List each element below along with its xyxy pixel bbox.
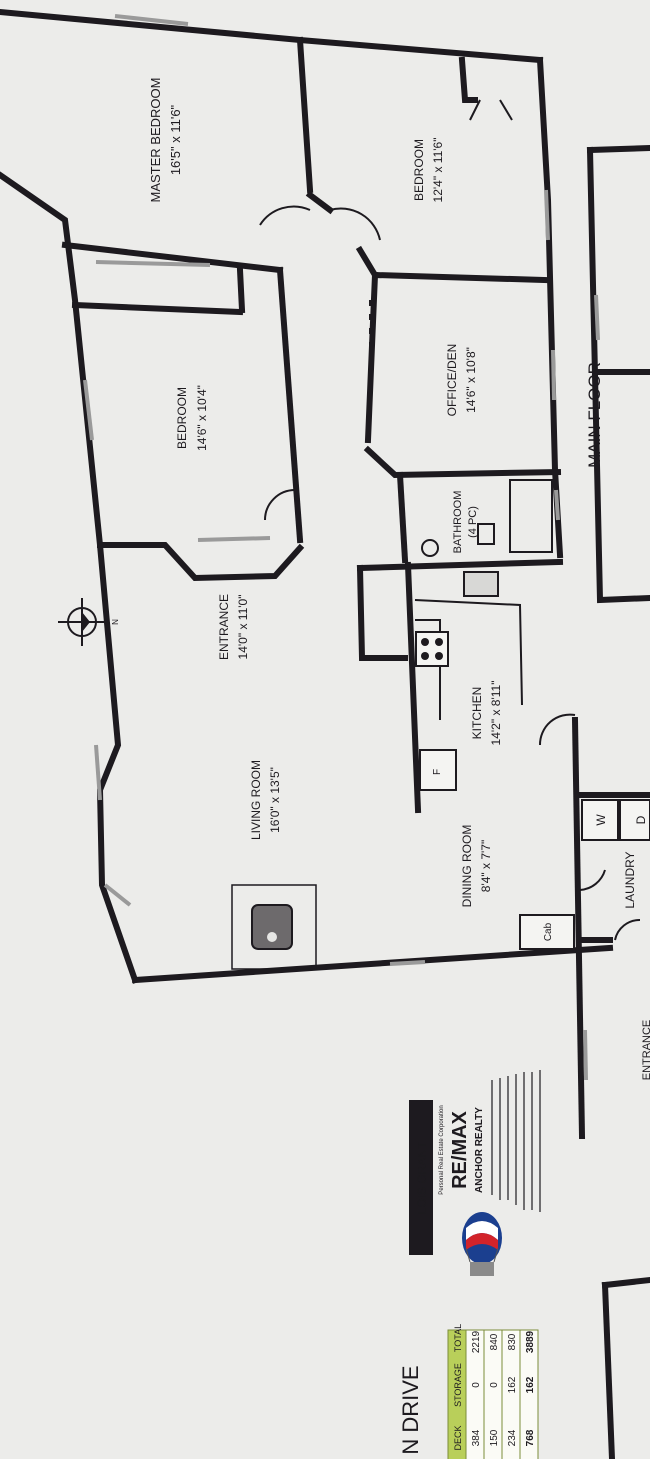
doors bbox=[259, 56, 641, 941]
table-header-storage: STORAGE bbox=[453, 1363, 463, 1407]
table-header-total: TOTAL bbox=[453, 1324, 463, 1352]
agent-name: LOIS GRANT bbox=[415, 1141, 429, 1214]
windows bbox=[83, 14, 600, 1081]
office-name: ANCHOR REALTY bbox=[474, 1107, 485, 1193]
table-cell: 150 bbox=[489, 1429, 500, 1446]
disclaimer-lines bbox=[491, 1070, 541, 1212]
table-cell: 840 bbox=[489, 1333, 500, 1350]
kitchen-sink bbox=[463, 571, 499, 597]
room-name-bathroom: BATHROOM bbox=[452, 491, 464, 554]
cabinet bbox=[519, 914, 575, 950]
washer-label: W bbox=[594, 814, 608, 826]
room-name-entrance: ENTRANCE bbox=[217, 594, 231, 660]
room-name-bedroom-right: BEDROOM bbox=[412, 139, 426, 201]
fireplace bbox=[231, 884, 317, 970]
table-cell: 2219 bbox=[471, 1330, 482, 1353]
room-dims-bedroom-right: 12'4" x 11'6" bbox=[431, 138, 445, 203]
room-name-master-bedroom: MASTER BEDROOM bbox=[148, 78, 163, 203]
table-cell: 830 bbox=[507, 1333, 518, 1350]
agent-branding: LOIS GRANT Personal Real Estate Corporat… bbox=[409, 1070, 541, 1276]
room-dims-bedroom-left: 14'6" x 10'4" bbox=[195, 385, 209, 451]
room-sub-bathroom: (4 PC) bbox=[467, 506, 479, 538]
bathtub bbox=[509, 479, 553, 553]
room-name-office: OFFICE/DEN bbox=[445, 344, 459, 417]
fridge-label: F bbox=[432, 769, 443, 775]
fridge bbox=[419, 749, 457, 791]
washer bbox=[581, 799, 619, 841]
table-cell: 162 bbox=[525, 1376, 536, 1393]
agent-name-bar bbox=[409, 1100, 433, 1255]
table-cell: 384 bbox=[471, 1429, 482, 1446]
plan-title: MAIN FLOOR bbox=[585, 362, 604, 468]
room-dims-dining: 8'4" x 7'7" bbox=[479, 840, 493, 892]
table-cell: 3889 bbox=[525, 1330, 536, 1353]
table-cell: 0 bbox=[471, 1382, 482, 1388]
stove bbox=[415, 631, 449, 667]
fixtures bbox=[58, 479, 650, 970]
room-dims-master-bedroom: 16'5" x 11'6" bbox=[168, 104, 183, 175]
room-dims-office: 14'6" x 10'8" bbox=[464, 347, 478, 413]
compass-icon bbox=[58, 598, 106, 646]
area-table: DECK STORAGE TOTAL 384 0 2219 150 0 840 … bbox=[447, 1324, 539, 1459]
room-name-laundry: LAUNDRY bbox=[623, 851, 637, 908]
room-name-bedroom-left: BEDROOM bbox=[175, 387, 189, 449]
table-cell: 162 bbox=[507, 1376, 518, 1393]
room-dims-entrance: 14'0" x 11'0" bbox=[236, 595, 250, 660]
table-header-deck: DECK bbox=[453, 1425, 463, 1450]
cabinet-label: Cab bbox=[543, 922, 554, 941]
table-cell: 234 bbox=[507, 1429, 518, 1446]
remax-balloon-logo bbox=[462, 1212, 502, 1276]
room-name-kitchen: KITCHEN bbox=[470, 687, 484, 740]
room-name-dining: DINING ROOM bbox=[460, 825, 474, 908]
remax-brand: RE/MAX bbox=[449, 1110, 471, 1188]
street-fragment: N DRIVE bbox=[398, 1365, 423, 1454]
bath-sink bbox=[421, 539, 439, 557]
dryer bbox=[619, 799, 650, 841]
main-floor-walls bbox=[0, 8, 650, 1459]
table-cell: 0 bbox=[489, 1382, 500, 1388]
toilet bbox=[477, 523, 495, 545]
compass-label: N bbox=[111, 619, 120, 625]
room-labels: MAIN FLOOR MASTER BEDROOM 16'5" x 11'6" … bbox=[111, 78, 650, 1455]
room-dims-kitchen: 14'2" x 8'11" bbox=[489, 681, 503, 746]
agent-subtitle: Personal Real Estate Corporation bbox=[439, 1105, 445, 1194]
table-cell: 768 bbox=[525, 1429, 536, 1446]
room-dims-living: 16'0" x 13'5" bbox=[268, 767, 282, 833]
dryer-label: D bbox=[634, 815, 648, 824]
room-name-entrance-lower: ENTRANCE bbox=[641, 1020, 650, 1081]
room-name-living: LIVING ROOM bbox=[249, 760, 263, 840]
